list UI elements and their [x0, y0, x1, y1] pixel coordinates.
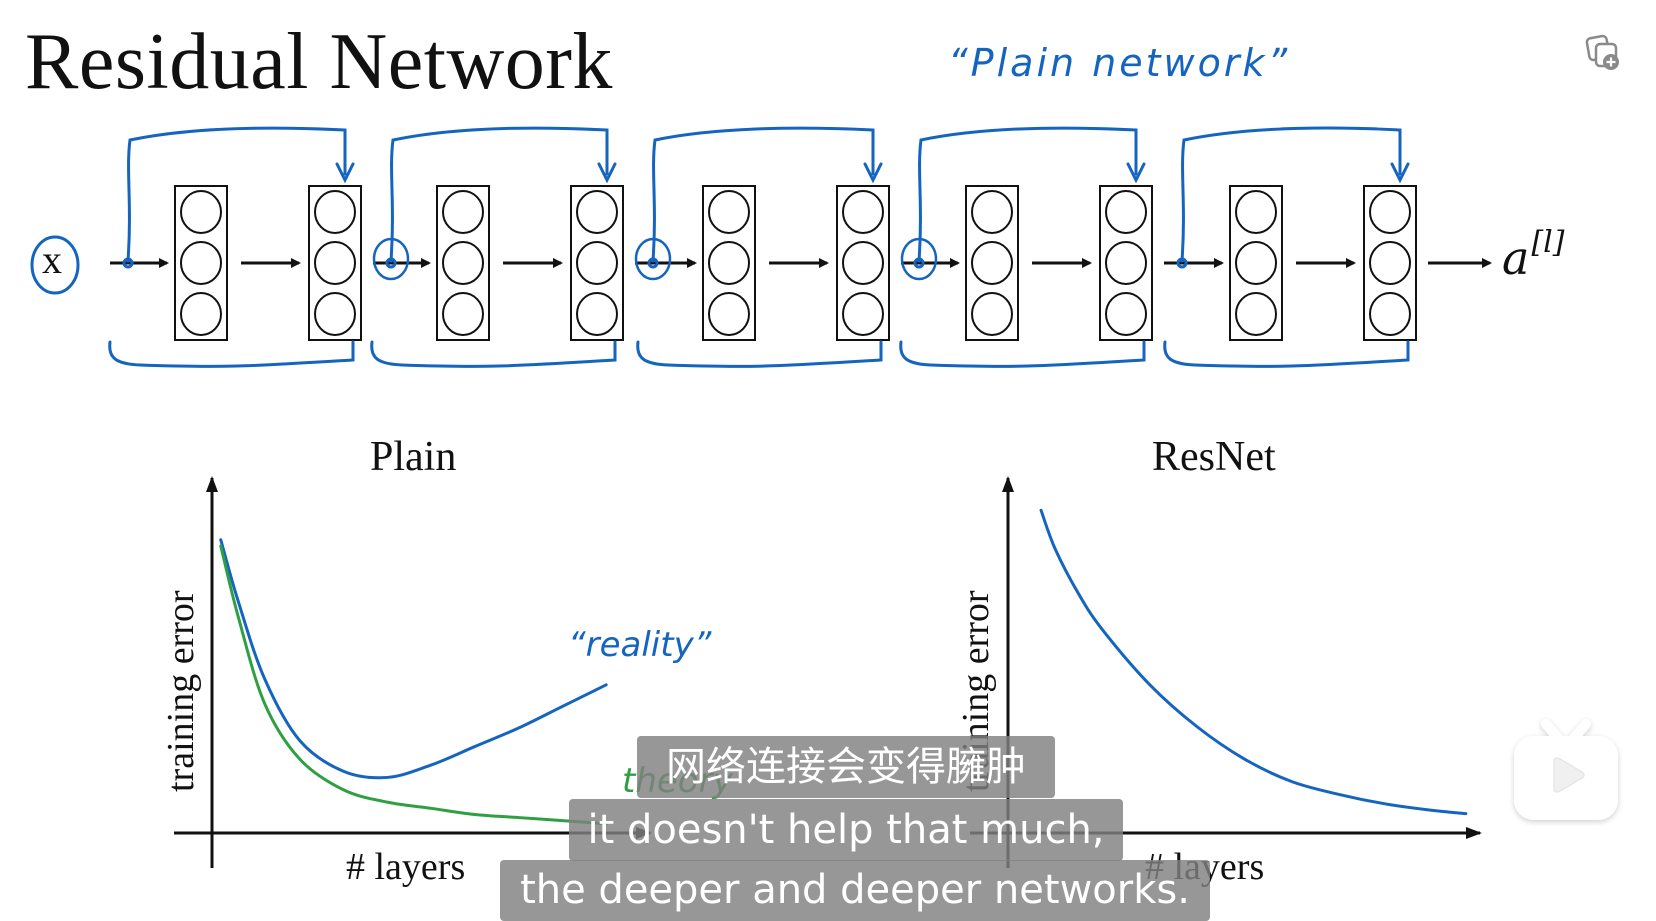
neuron: [314, 241, 356, 285]
neuron: [708, 190, 750, 234]
skip-arrowhead: [335, 162, 355, 184]
neuron: [708, 241, 750, 285]
neuron: [442, 190, 484, 234]
neuron: [180, 241, 222, 285]
neuron: [180, 190, 222, 234]
skip-connection: [651, 126, 875, 263]
neuron: [971, 190, 1013, 234]
plain-x-axis-label: # layers: [346, 846, 466, 888]
skip-arrowhead: [1126, 162, 1146, 184]
neuron: [1235, 241, 1277, 285]
slide-title: Residual Network: [25, 18, 613, 106]
plain-y-axis-label: training error: [160, 590, 202, 792]
layer-box: [570, 185, 624, 341]
skip-junction: [913, 257, 925, 269]
neuron: [576, 190, 618, 234]
skip-connection: [917, 126, 1138, 263]
layer-box: [836, 185, 890, 341]
output-activation-label: a[l]: [1502, 225, 1565, 282]
skip-connection: [389, 126, 609, 263]
neuron: [1235, 292, 1277, 336]
skip-arrowhead: [1390, 162, 1410, 184]
block-bracket: [370, 340, 617, 368]
neuron: [1105, 190, 1147, 234]
plain-theory-curve: [219, 544, 608, 826]
skip-connection: [126, 126, 347, 263]
layer-box: [436, 185, 490, 341]
neuron: [842, 292, 884, 336]
neuron: [1369, 241, 1411, 285]
subtitle-en-line2: the deeper and deeper networks.: [500, 860, 1210, 921]
block-bracket: [636, 340, 883, 368]
neuron: [1369, 292, 1411, 336]
neuron: [1105, 292, 1147, 336]
layer-box: [308, 185, 362, 341]
input-x-circle: [30, 235, 80, 295]
skip-connection: [1180, 126, 1402, 263]
junction-circle: [900, 237, 938, 281]
junction-circle: [372, 237, 410, 281]
input-x-label: x: [42, 237, 62, 282]
layer-box: [174, 185, 228, 341]
neuron: [576, 241, 618, 285]
skip-junction: [647, 257, 659, 269]
subtitle-zh: 网络连接会变得臃肿: [637, 736, 1055, 798]
output-symbol: a: [1502, 231, 1530, 285]
neuron: [1105, 241, 1147, 285]
residual-network-diagram: [30, 126, 1492, 368]
neuron: [1369, 190, 1411, 234]
plain-chart-title: Plain: [370, 434, 457, 480]
skip-arrowhead: [597, 162, 617, 184]
neuron: [180, 292, 222, 336]
layer-box: [702, 185, 756, 341]
skip-junction: [1176, 257, 1188, 269]
layer-box: [1363, 185, 1417, 341]
copy-add-icon[interactable]: [1585, 32, 1625, 72]
resnet-resnet-curve: [1039, 508, 1468, 816]
layer-box: [965, 185, 1019, 341]
neuron: [842, 241, 884, 285]
neuron: [314, 292, 356, 336]
neuron: [576, 292, 618, 336]
skip-arrowhead: [863, 162, 883, 184]
block-bracket: [899, 340, 1146, 368]
junction-circle: [634, 237, 672, 281]
plain-reality-curve: [219, 538, 608, 780]
subtitle-en-line1: it doesn't help that much,: [569, 799, 1123, 861]
layer-box: [1229, 185, 1283, 341]
reality-annotation: “reality”: [568, 625, 712, 665]
resnet-chart-title: ResNet: [1152, 434, 1276, 480]
layer-box: [1099, 185, 1153, 341]
skip-junction: [122, 257, 134, 269]
output-superscript: [l]: [1531, 225, 1565, 260]
neuron: [442, 241, 484, 285]
plain-network-annotation: “Plain network”: [948, 41, 1291, 85]
skip-junction: [385, 257, 397, 269]
bilibili-tv-icon[interactable]: [1510, 716, 1622, 826]
neuron: [971, 241, 1013, 285]
neuron: [842, 190, 884, 234]
block-bracket: [1163, 340, 1410, 368]
block-bracket: [108, 340, 355, 368]
neuron: [314, 190, 356, 234]
neuron: [971, 292, 1013, 336]
neuron: [1235, 190, 1277, 234]
neuron: [442, 292, 484, 336]
neuron: [708, 292, 750, 336]
